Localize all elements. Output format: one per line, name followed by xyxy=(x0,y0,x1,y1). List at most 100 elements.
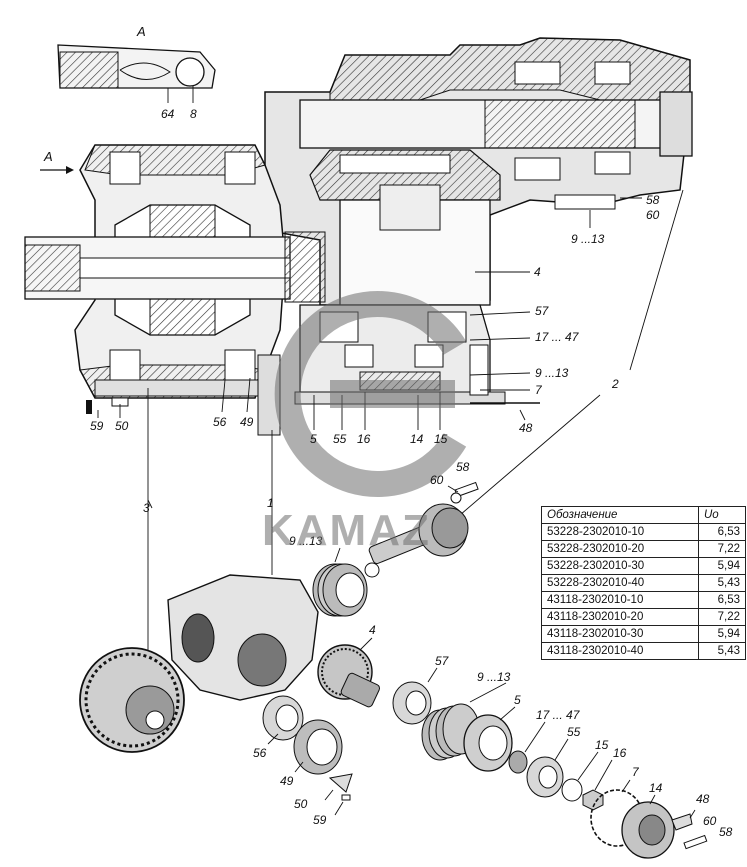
pinion-shaft-section xyxy=(484,99,636,149)
spec-designation: 43118-2302010-10 xyxy=(541,591,699,609)
label-2: 2 xyxy=(611,377,619,391)
watermark-text: KAMAZ xyxy=(262,506,431,555)
bolt-59-ex xyxy=(341,794,351,801)
detail-a-hole xyxy=(175,57,205,87)
spec-designation: 53228-2302010-20 xyxy=(541,540,699,558)
carrier-window xyxy=(181,613,215,663)
diff-bearing-br xyxy=(224,349,256,383)
label-49-top: 49 xyxy=(240,415,254,429)
label-17-47-ex: 17 ... 47 xyxy=(536,708,581,722)
bearing-56 xyxy=(262,695,304,741)
diff-bottom-ring xyxy=(94,379,261,397)
label-7-ex: 7 xyxy=(632,765,640,779)
label-55-ex: 55 xyxy=(567,725,581,739)
label-8: 8 xyxy=(190,107,197,121)
label-50-top: 50 xyxy=(115,419,129,433)
label-3: 3 xyxy=(143,501,150,515)
label-58-top: 58 xyxy=(646,193,660,207)
plate-48-ex xyxy=(671,813,693,831)
label-58-mid: 58 xyxy=(456,460,470,474)
view-arrow-label: A xyxy=(43,149,53,164)
label-59-ex: 59 xyxy=(313,813,327,827)
label-5-ex: 5 xyxy=(514,693,521,707)
label-57-top: 57 xyxy=(535,304,550,318)
spec-ratio: 7,22 xyxy=(698,608,746,626)
crown-gear-teeth xyxy=(84,652,180,748)
label-5-top: 5 xyxy=(310,432,317,446)
label-58-ex: 58 xyxy=(719,825,733,839)
exploded-leaders xyxy=(267,485,696,819)
axle-flange xyxy=(24,244,81,292)
label-16-top: 16 xyxy=(357,432,371,446)
diff-gear-bottom xyxy=(149,294,216,336)
spec-designation: 43118-2302010-40 xyxy=(541,642,699,660)
watermark-logo xyxy=(274,291,467,497)
bearing-17 xyxy=(414,344,444,368)
gear-4 xyxy=(317,644,380,708)
label-60-mid: 60 xyxy=(430,473,444,487)
label-9-13-ex: 9 ...13 xyxy=(289,534,323,548)
spec-designation: 43118-2302010-30 xyxy=(541,625,699,643)
view-marker-label: A xyxy=(136,24,146,39)
label-48-top: 48 xyxy=(519,421,533,435)
label-9-13-mid: 9 ...13 xyxy=(535,366,569,380)
spec-ratio: 5,43 xyxy=(698,642,746,660)
detail-a-section xyxy=(59,51,119,89)
label-64: 64 xyxy=(161,107,175,121)
washer-49 xyxy=(293,719,343,775)
axle-nut xyxy=(284,231,326,303)
spec-ratio: 5,94 xyxy=(698,557,746,575)
bolt-59 xyxy=(86,400,92,414)
label-59-top: 59 xyxy=(90,419,104,433)
label-55-top: 55 xyxy=(333,432,347,446)
label-16-ex: 16 xyxy=(613,746,627,760)
diff-bearing-tr xyxy=(224,151,256,185)
label-4-top: 4 xyxy=(534,265,541,279)
label-17-47-top: 17 ... 47 xyxy=(535,330,580,344)
spec-designation: 43118-2302010-20 xyxy=(541,608,699,626)
bearing-top-1 xyxy=(514,61,561,85)
spec-header-ratio: Uo xyxy=(698,506,746,524)
label-14-ex: 14 xyxy=(649,781,663,795)
label-60-ex: 60 xyxy=(703,814,717,828)
label-1: 1 xyxy=(267,496,274,510)
spec-ratio: 5,43 xyxy=(698,574,746,592)
spec-designation: 53228-2302010-30 xyxy=(541,557,699,575)
label-14-top: 14 xyxy=(410,432,424,446)
crown-gear-center xyxy=(145,710,165,730)
bolt-58-top xyxy=(554,194,616,210)
housing-5 xyxy=(463,714,513,772)
bearing-bot-2 xyxy=(594,151,631,175)
detail-a-spring xyxy=(119,62,171,80)
plate-50 xyxy=(328,773,353,793)
label-56-ex: 56 xyxy=(253,746,267,760)
bearing-55-ex xyxy=(526,756,564,798)
label-49-ex: 49 xyxy=(280,774,294,788)
bolt-58-ex xyxy=(683,834,708,850)
carrier-bore xyxy=(237,633,287,687)
diff-bearing-bl xyxy=(109,349,141,383)
part-labels: A A 64 8 4 58 60 9 ...13 57 17 ... 47 9 … xyxy=(43,24,733,839)
bearing-bot-1 xyxy=(514,157,561,181)
washer-15 xyxy=(561,778,583,802)
pinion-exploded xyxy=(364,503,469,578)
flange xyxy=(659,91,693,157)
label-9-13-top: 9 ...13 xyxy=(571,232,605,246)
label-15-top: 15 xyxy=(434,432,448,446)
axle-core xyxy=(79,257,291,279)
view-arrow-head xyxy=(66,166,74,174)
exploded-view xyxy=(79,481,708,859)
label-4-ex: 4 xyxy=(369,623,376,637)
diff-bearing-tl xyxy=(109,151,141,185)
cover-14-ex xyxy=(621,801,675,859)
